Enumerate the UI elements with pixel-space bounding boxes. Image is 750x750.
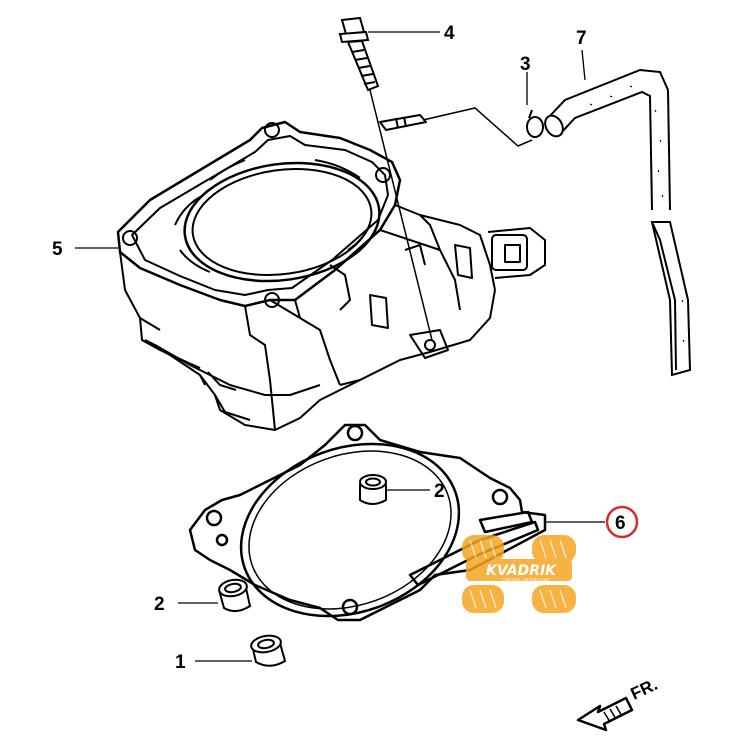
cylinder bbox=[116, 114, 546, 431]
watermark-text: KVADRIK bbox=[486, 563, 557, 579]
bolt bbox=[338, 16, 433, 341]
callout-1: 1 bbox=[175, 652, 186, 673]
kvadrik-watermark-logo: KVADRIK CONTROL GROUP STAFF bbox=[462, 535, 576, 613]
callout-2-lower: 2 bbox=[154, 594, 165, 615]
dowel-pin-upper bbox=[359, 474, 387, 505]
callout-4: 4 bbox=[444, 23, 455, 44]
dowel-pin-bottom bbox=[250, 634, 287, 667]
callout-6: 6 bbox=[615, 513, 626, 534]
hose-clip bbox=[422, 107, 544, 147]
callout-6-highlight: 6 bbox=[605, 505, 639, 539]
front-direction-marker: FR. bbox=[576, 675, 661, 732]
callout-3: 3 bbox=[520, 54, 531, 75]
breather-hose bbox=[544, 68, 692, 377]
callout-2-upper: 2 bbox=[434, 481, 445, 502]
leader-lines bbox=[75, 31, 605, 662]
dowel-pin-lower bbox=[218, 578, 252, 612]
front-label: FR. bbox=[628, 675, 661, 704]
callout-7: 7 bbox=[576, 28, 587, 49]
watermark-subtext: CONTROL GROUP STAFF bbox=[502, 578, 551, 583]
cylinder-gasket bbox=[188, 423, 547, 622]
callout-5: 5 bbox=[52, 239, 63, 260]
